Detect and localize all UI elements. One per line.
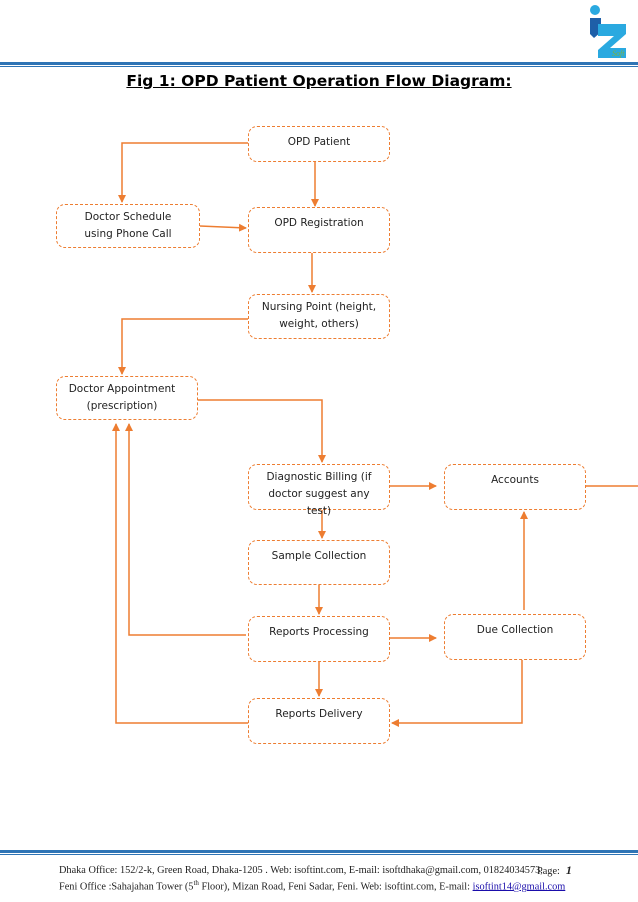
footer-feni-sup: th xyxy=(193,879,199,887)
footer-dhaka-text: Dhaka Office: 152/2-k, Green Road, Dhaka… xyxy=(59,865,543,876)
footer-rule xyxy=(0,850,638,853)
arrow-due-to-delivery xyxy=(391,660,523,727)
logo-text: Soft xyxy=(612,49,625,58)
footer-line-feni: Feni Office :Sahajahan Tower (5th Floor)… xyxy=(59,877,565,893)
arrow-opd-patient-to-doctor-schedule xyxy=(118,142,248,203)
node-doctor-schedule: Doctor Schedule using Phone Call xyxy=(56,204,200,248)
node-diagnostic-billing-label: Diagnostic Billing (if doctor suggest an… xyxy=(266,471,372,517)
arrow-appointment-to-billing xyxy=(198,399,326,463)
node-due-collection: Due Collection xyxy=(444,614,586,660)
node-doctor-schedule-label: Doctor Schedule using Phone Call xyxy=(84,211,172,240)
page-label: Page: xyxy=(537,866,560,877)
page-number: 1 xyxy=(565,863,572,877)
arrow-processing-to-appointment xyxy=(125,423,246,636)
node-reports-delivery-label: Reports Delivery xyxy=(275,708,363,720)
node-diagnostic-billing: Diagnostic Billing (if doctor suggest an… xyxy=(248,464,390,517)
node-opd-registration: OPD Registration xyxy=(248,207,390,253)
node-accounts-label: Accounts xyxy=(491,474,539,486)
node-opd-patient: OPD Patient xyxy=(248,126,390,162)
node-nursing-point: Nursing Point (height, weight, others) xyxy=(248,294,390,339)
arrow-nursing-to-doctor-appointment xyxy=(118,318,248,375)
node-doctor-appointment-label: Doctor Appointment (prescription) xyxy=(68,383,176,412)
header-rule xyxy=(0,62,638,65)
arrow-doctor-schedule-to-registration xyxy=(199,223,247,232)
footer: Dhaka Office: 152/2-k, Green Road, Dhaka… xyxy=(59,864,572,893)
company-logo: Soft xyxy=(590,5,626,58)
node-due-collection-label: Due Collection xyxy=(476,624,554,636)
footer-feni-text: Floor), Mizan Road, Feni Sadar, Feni. We… xyxy=(198,881,473,893)
node-reports-delivery: Reports Delivery xyxy=(248,698,390,744)
node-accounts: Accounts xyxy=(444,464,586,510)
page-indicator: Page: 1 xyxy=(537,864,572,878)
footer-email-link[interactable]: isoftint14@gmail.com xyxy=(472,881,566,893)
node-sample-collection: Sample Collection xyxy=(248,540,390,585)
node-opd-registration-label: OPD Registration xyxy=(274,217,364,229)
page-title-text: Fig 1: OPD Patient Operation Flow Diagra… xyxy=(126,72,512,90)
node-opd-patient-label: OPD Patient xyxy=(287,136,351,148)
logo-z xyxy=(598,24,626,58)
footer-feni-prefix: Feni Office :Sahajahan Tower (5 xyxy=(59,881,194,893)
footer-line-dhaka: Dhaka Office: 152/2-k, Green Road, Dhaka… xyxy=(59,864,565,877)
node-doctor-appointment: Doctor Appointment (prescription) xyxy=(56,376,198,420)
node-reports-processing: Reports Processing xyxy=(248,616,390,662)
header-rule-thin xyxy=(0,66,638,67)
footer-rule-thin xyxy=(0,854,638,855)
page-title: Fig 1: OPD Patient Operation Flow Diagra… xyxy=(0,72,638,90)
arrow-delivery-to-appointment xyxy=(112,423,248,724)
node-nursing-point-label: Nursing Point (height, weight, others) xyxy=(261,301,377,330)
node-sample-collection-label: Sample Collection xyxy=(271,550,367,562)
node-reports-processing-label: Reports Processing xyxy=(269,626,369,638)
logo-dot xyxy=(590,5,600,15)
